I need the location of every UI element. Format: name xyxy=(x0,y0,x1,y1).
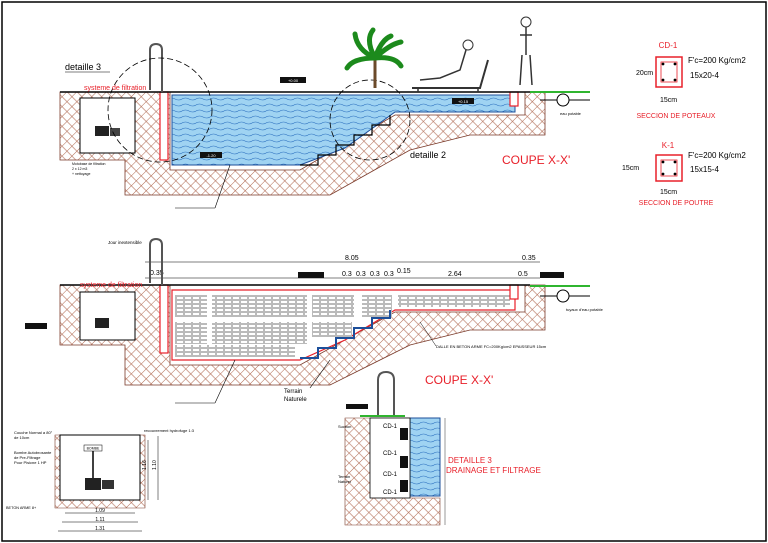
stairs-mid xyxy=(300,310,391,359)
cd1-width: 15cm xyxy=(660,97,677,104)
level-tag xyxy=(280,77,306,83)
jour-label: Jour inextensible xyxy=(108,240,142,245)
soil-top xyxy=(59,91,546,196)
dim-right: 0.35 xyxy=(522,255,536,262)
detail3-note: Terrain xyxy=(338,474,350,479)
level-tag xyxy=(452,98,474,104)
brick-panels xyxy=(175,295,510,357)
dim-step: 0.3 xyxy=(384,271,394,278)
ladder-mid xyxy=(149,237,163,285)
filter-room-detail: BOMBE Couche Normal a 80° de 10cm Bombe … xyxy=(6,428,195,532)
cd1-section-detail: CD-1 F'c=200 Kg/cm2 15x20-4 20cm 15cm SE… xyxy=(636,41,746,120)
cd-label: CD-1 xyxy=(383,472,398,478)
dim-264: 2.64 xyxy=(448,271,462,278)
dim-step: 0.3 xyxy=(370,271,380,278)
cd1-spec: F'c=200 Kg/cm2 xyxy=(688,56,746,65)
filter-note: Pour Pisicne 1 HP xyxy=(14,460,47,465)
k1-caption: SECCION DE POUTRE xyxy=(639,200,714,207)
detail3-subtitle: DRAINAGE ET FILTRAGE xyxy=(446,466,541,475)
eau-potable-label: eau potable xyxy=(560,111,582,116)
ladder-top xyxy=(149,42,163,92)
dalle-note: DALLE EN BETON ARME FC=200Kg/cm2 EPAISSE… xyxy=(436,344,547,349)
terrain-label: Naturele xyxy=(284,397,307,403)
cd-label: CD-1 xyxy=(383,490,398,496)
dim-h: 1.11 xyxy=(95,517,105,523)
tag-bombe: BOMBE xyxy=(87,447,100,451)
pump-room-mid xyxy=(79,291,136,341)
k1-rebar: 15x15-4 xyxy=(690,165,719,174)
pump-icon xyxy=(85,478,101,490)
k1-spec: F'c=200 Kg/cm2 xyxy=(688,151,746,160)
filter-note: de 10cm xyxy=(14,435,30,440)
dim-step: 0.3 xyxy=(356,271,366,278)
palm-icon xyxy=(344,27,404,88)
dim-h: 1.31 xyxy=(95,526,105,532)
filtration-label: systeme de filtration xyxy=(80,282,142,289)
cd1-rebar: 15x20-4 xyxy=(690,71,719,80)
beton-label: BETON ARME 8+ xyxy=(6,506,37,510)
level-tag-text: -1.20 xyxy=(206,153,216,158)
terrain-label: Terrain xyxy=(284,389,302,395)
detail3-drainage: CD-1 CD-1 CD-1 CD-1 Suction Terrain Natu… xyxy=(338,370,541,526)
level-tag xyxy=(298,272,324,278)
pump-icon xyxy=(95,126,109,136)
section-title-top: COUPE X-X' xyxy=(502,153,570,167)
k1-height: 15cm xyxy=(622,165,639,172)
level-tag xyxy=(25,323,47,329)
detail3-label: detaille 3 xyxy=(65,62,101,72)
filter-note: Bombe Autobrosante xyxy=(14,450,52,455)
level-tag xyxy=(200,152,222,158)
cd-label: CD-1 xyxy=(383,424,398,430)
dim-05: 0.5 xyxy=(518,271,528,278)
detail3-water xyxy=(409,417,441,497)
stairs-top xyxy=(300,115,391,166)
dim-v1: 1.16 xyxy=(142,460,148,470)
k1-section-detail: K-1 F'c=200 Kg/cm2 15x15-4 15cm 15cm SEC… xyxy=(622,141,746,207)
detail3-note: Suction xyxy=(338,424,351,429)
cd1-caption: SECCION DE POTEAUX xyxy=(637,113,716,120)
dim-015: 0.15 xyxy=(397,268,411,275)
detail3-title: DETAILLE 3 xyxy=(448,456,492,465)
pump-room-top xyxy=(79,97,136,154)
person-standing-icon xyxy=(519,16,533,86)
k1-width: 15cm xyxy=(660,189,677,196)
cd1-name: CD-1 xyxy=(659,41,678,50)
pump-note: + nettoyage xyxy=(72,172,90,176)
detail2-circle xyxy=(329,79,411,161)
filter-note: Couche Normal a 80° xyxy=(14,430,53,435)
dim-total: 8.05 xyxy=(345,255,359,262)
dim-h: 1.09 xyxy=(95,508,105,514)
dim-step: 0.3 xyxy=(342,271,352,278)
eau-potable-label: tuyaux d'eau potable xyxy=(566,307,604,312)
filtration-label: systeme de filtration xyxy=(84,85,146,92)
coupe-top-section: +0.00 +0.15 -1.20 detaille 3 systeme de … xyxy=(59,16,590,196)
pump-note: Motobase de filtration xyxy=(72,162,106,166)
coupe-mid-section: 8.05 0.35 0.35 0.3 0.3 0.3 0.3 0.15 2.64… xyxy=(25,237,604,403)
cd-label: CD-1 xyxy=(383,451,398,457)
pump-connector-icon xyxy=(556,93,570,107)
pump-icon xyxy=(95,318,109,328)
level-tag xyxy=(540,272,564,278)
pump-connector-icon xyxy=(556,289,570,303)
filter-note: de Pre-Filtrage xyxy=(14,455,41,460)
cd1-height: 20cm xyxy=(636,70,653,77)
level-tag-text: +0.15 xyxy=(458,99,469,104)
filter-note-right: recouvrement hydrofuge 1:3 xyxy=(144,428,195,433)
dim-v2: 1.10 xyxy=(152,460,158,470)
level-tag-text: +0.00 xyxy=(288,78,299,83)
detail3-circle xyxy=(107,57,213,163)
red-column xyxy=(159,91,169,161)
section-title-mid: COUPE X-X' xyxy=(425,373,493,387)
person-lounger-icon xyxy=(412,39,489,92)
pump-note: 2 x 12 m3 xyxy=(72,167,87,171)
detail2-label: detaille 2 xyxy=(410,150,446,160)
detail3-note: Naturel xyxy=(338,479,351,484)
dim-left: 0.35 xyxy=(150,270,164,277)
k1-name: K-1 xyxy=(662,141,675,150)
